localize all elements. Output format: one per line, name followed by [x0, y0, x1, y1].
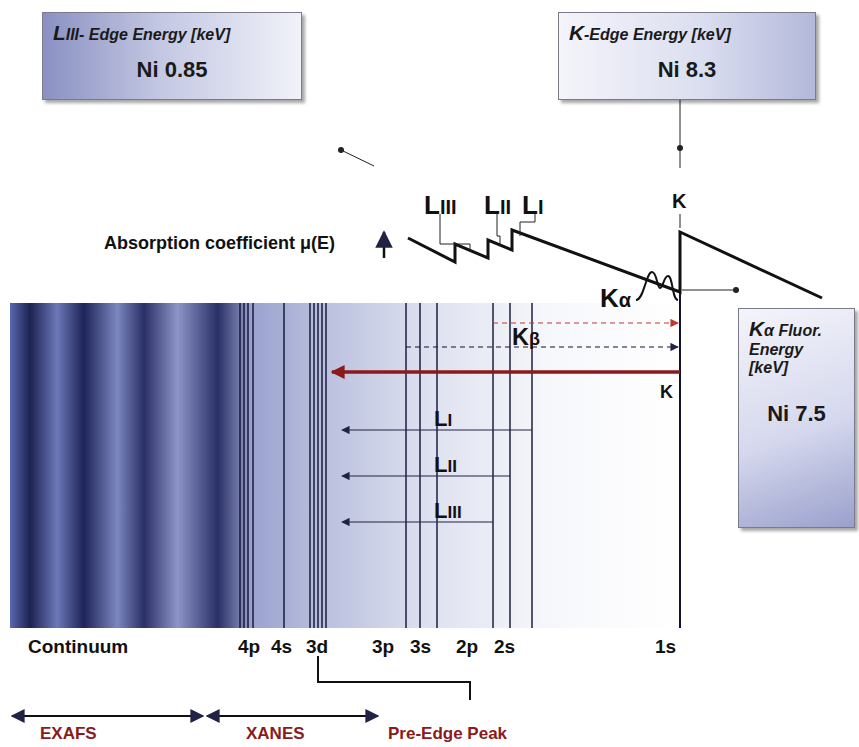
- level-label: 3s: [410, 636, 431, 658]
- level-label: Continuum: [28, 636, 128, 658]
- level-label: 4p: [238, 636, 260, 658]
- energy-value: Ni 0.85: [53, 57, 291, 83]
- transition-label: LI: [434, 406, 452, 432]
- energy-box: LIII- Edge Energy [keV] Ni 0.85: [42, 12, 302, 100]
- edge-label: LII: [484, 190, 511, 221]
- level-label: 3p: [372, 636, 394, 658]
- edge-label: K: [672, 190, 686, 213]
- level-label: 1s: [655, 636, 676, 658]
- level-label: 2p: [456, 636, 478, 658]
- edge-label: LIII: [424, 190, 457, 221]
- energy-box: K-Edge Energy [keV] Ni 8.3: [558, 12, 816, 100]
- edge-label: LI: [522, 190, 543, 221]
- box-heading: LIII- Edge Energy [keV]: [53, 21, 291, 45]
- box-heading: K-Edge Energy [keV]: [569, 21, 805, 45]
- level-label: 2s: [494, 636, 515, 658]
- level-label: 4s: [271, 636, 292, 658]
- transition-label: K: [660, 382, 673, 403]
- region-label: XANES: [246, 724, 305, 744]
- transition-label: Kβ: [512, 324, 540, 351]
- level-label: 3d: [306, 636, 328, 658]
- energy-value: Ni 8.3: [569, 57, 805, 83]
- energy-value: Ni 7.5: [749, 401, 844, 427]
- region-label: EXAFS: [40, 724, 97, 744]
- transition-label: LIII: [434, 498, 462, 524]
- energy-box: Kα Fluor. Energy [keV] Ni 7.5: [738, 308, 855, 528]
- region-label: Pre-Edge Peak: [388, 724, 507, 744]
- box-heading: Kα Fluor. Energy [keV]: [749, 317, 844, 377]
- line-label: Kα: [600, 283, 631, 314]
- transition-label: LII: [434, 452, 457, 478]
- axis-label: Absorption coefficient μ(E): [104, 233, 335, 254]
